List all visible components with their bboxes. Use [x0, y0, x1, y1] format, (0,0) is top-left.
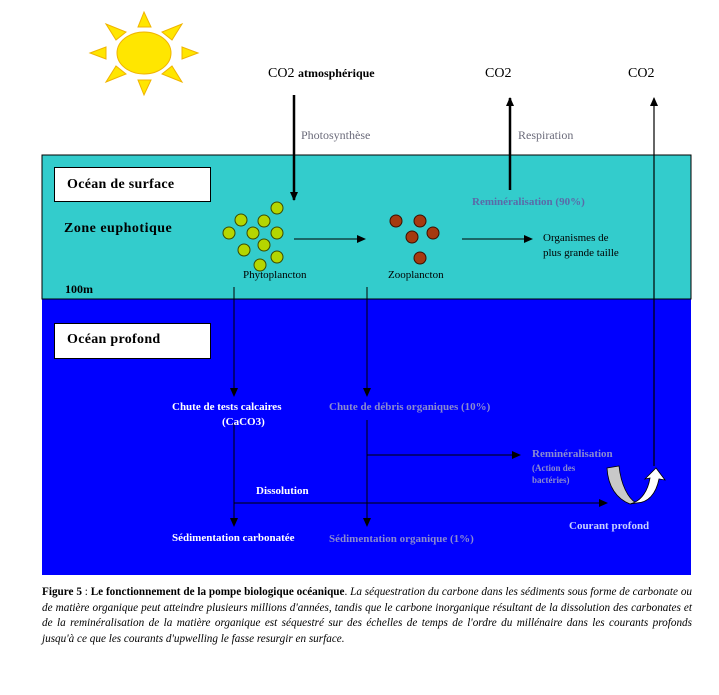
bacteria-action-line1: (Action des [532, 463, 576, 473]
larger-organisms-line1: Organismes de [543, 232, 609, 244]
euphotic-zone-label: Zone euphotique [64, 221, 173, 236]
biological-pump-diagram: CO2 atmosphérique CO2 CO2 Photosynthèse … [41, 10, 692, 575]
deep-current-label: Courant profond [569, 520, 650, 532]
co2-upwelling-label: CO2 [628, 66, 655, 81]
diagram-graphics [41, 10, 692, 575]
organic-sedimentation-label: Sédimentation organique (1%) [329, 533, 474, 545]
figure-caption: Figure 5 : Le fonctionnement de la pompe… [42, 585, 692, 647]
carbonate-sedimentation-label: Sédimentation carbonatée [172, 532, 295, 544]
surface-ocean-title: Océan de surface [54, 167, 211, 202]
remineralisation-90-label: Reminéralisation (90%) [472, 196, 585, 208]
phytoplankton-label: Phytoplancton [243, 269, 307, 281]
caption-title-end: . [344, 586, 351, 598]
organic-debris-fall-label: Chute de débris organiques (10%) [329, 401, 491, 413]
figure-title: Le fonctionnement de la pompe biologique… [90, 586, 345, 598]
zooplankton-cluster-icon [389, 214, 440, 265]
photosynthesis-label: Photosynthèse [301, 128, 371, 142]
co2-atmospheric-label: CO2 atmosphérique [268, 66, 375, 82]
caption-separator: : [81, 586, 91, 598]
calcareous-fall-label-line2: (CaCO3) [222, 416, 265, 428]
figure-number: Figure 5 [42, 586, 82, 598]
deep-ocean-title: Océan profond [54, 323, 211, 359]
sun-icon [88, 10, 200, 97]
calcareous-fall-label-line1: Chute de tests calcaires [172, 401, 282, 413]
larger-organisms-line2: plus grande taille [543, 247, 619, 259]
bacterial-remineralisation-label: Reminéralisation [532, 448, 613, 460]
respiration-label: Respiration [518, 128, 574, 142]
co2-atmospheric-suffix: atmosphérique [297, 66, 375, 80]
bacteria-action-line2: bactéries) [532, 475, 570, 485]
caption-body: La séquestration du carbone dans les séd… [42, 586, 693, 645]
dissolution-label: Dissolution [256, 485, 309, 497]
zooplankton-label: Zooplancton [388, 269, 444, 281]
co2-respiration-label: CO2 [485, 66, 512, 81]
curved-upwelling-arrow-icon [606, 465, 666, 505]
co2-atmospheric-prefix: CO2 [268, 66, 295, 81]
phytoplankton-cluster-icon [222, 201, 284, 272]
depth-100m-label: 100m [65, 282, 93, 296]
